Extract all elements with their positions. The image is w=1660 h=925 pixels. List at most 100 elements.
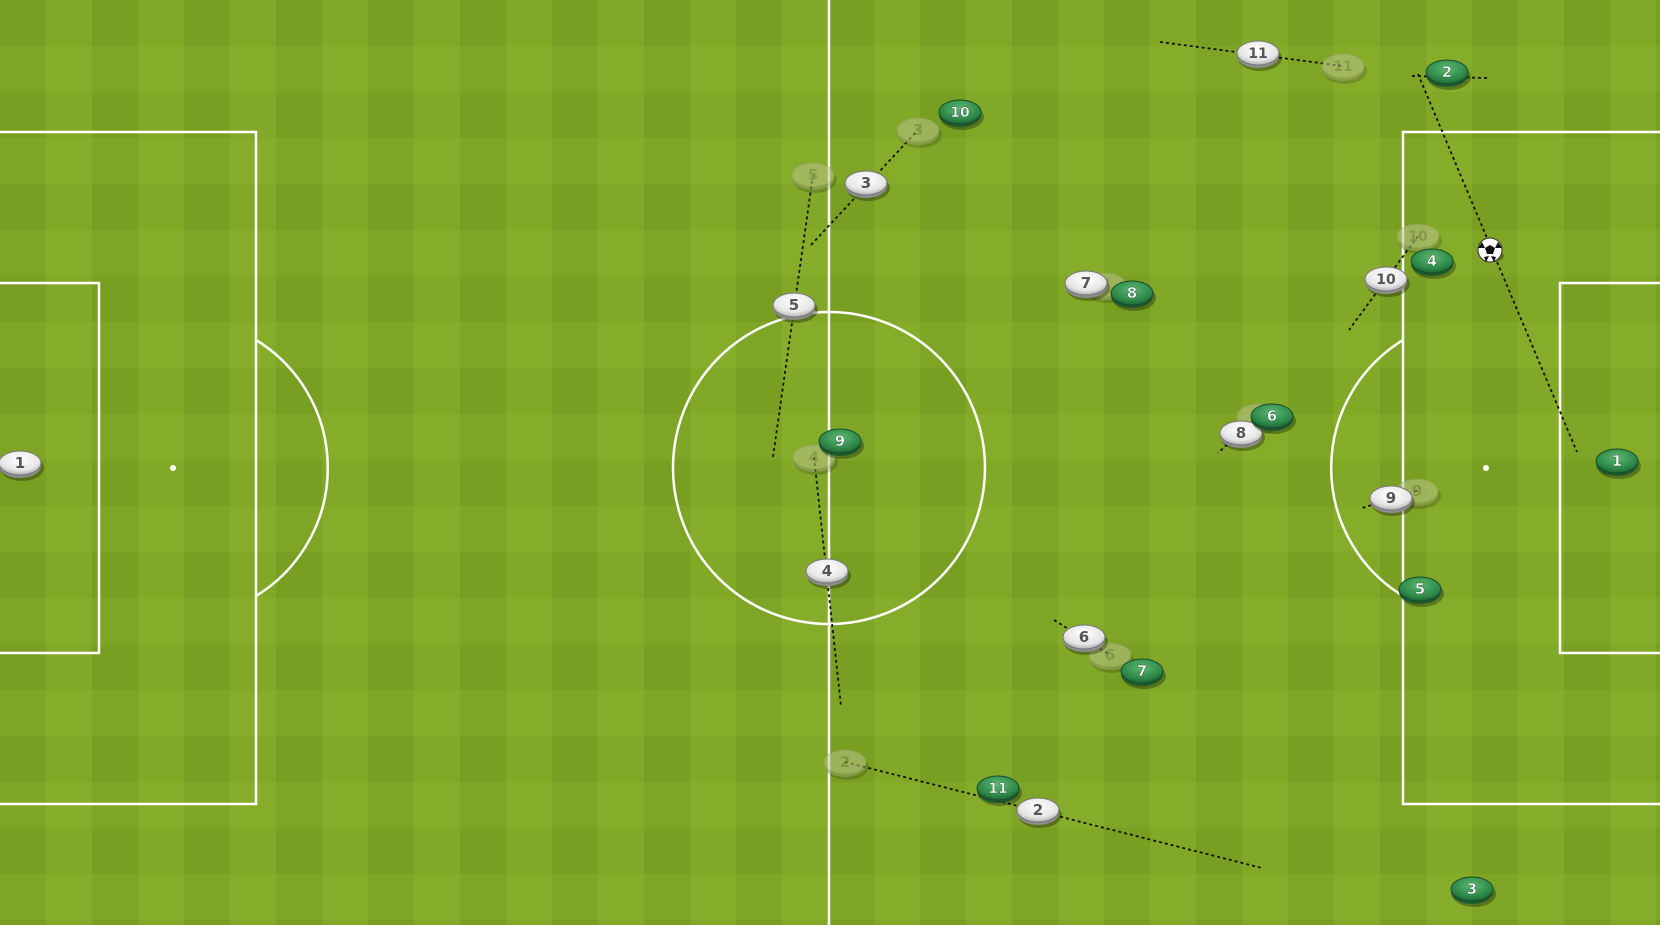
token-disc (1120, 658, 1164, 684)
token-disc (1425, 59, 1469, 85)
token-disc (0, 450, 42, 476)
token-disc (1110, 280, 1154, 306)
white-player-token[interactable]: 11 (1236, 40, 1282, 71)
token-disc (844, 170, 888, 196)
token-disc (976, 775, 1020, 801)
white-player-token[interactable]: 10 (1364, 266, 1410, 297)
left-penalty-arc (255, 338, 329, 598)
green-player-token[interactable]: 9 (818, 428, 864, 459)
player-number: 3 (1467, 880, 1477, 898)
token-disc (1088, 642, 1132, 668)
white-player-token[interactable]: 2 (1016, 797, 1062, 828)
player-number: 10 (1376, 272, 1396, 288)
movement-line (1348, 235, 1419, 331)
player-number: 3 (861, 174, 871, 192)
player-number: 2 (1442, 63, 1452, 81)
white-player-token[interactable]: 1 (0, 450, 44, 481)
player-number: 8 (1127, 284, 1137, 302)
player-number: 7 (1137, 662, 1147, 680)
token-disc (896, 117, 940, 143)
ball-patch (1485, 245, 1495, 254)
ball-layer (1477, 237, 1504, 263)
white-player-token[interactable]: 9 (1369, 485, 1415, 516)
soccer-ball-icon[interactable] (1477, 237, 1504, 263)
token-disc (818, 428, 862, 454)
right-penalty-area (1401, 130, 1660, 806)
token-disc (1410, 248, 1454, 274)
green-player-token[interactable]: 8 (1110, 280, 1156, 311)
player-number: 2 (1033, 801, 1043, 819)
player-number: 11 (988, 781, 1007, 797)
player-number: 4 (809, 448, 819, 466)
ghost-player-token: 10 (1396, 223, 1442, 254)
token-disc (1396, 223, 1440, 249)
player-number: 6 (1079, 628, 1089, 646)
token-disc (1364, 266, 1408, 292)
token-disc (1016, 797, 1060, 823)
white-player-token[interactable]: 7 (1064, 270, 1110, 301)
player-number: 6 (1267, 407, 1277, 425)
green-player-token[interactable]: 3 (1450, 876, 1496, 907)
left-penalty-spot (170, 465, 176, 471)
token-disc (1219, 420, 1263, 446)
right-penalty-spot (1483, 465, 1489, 471)
player-number: 2 (840, 753, 850, 771)
white-player-token[interactable]: 6 (1062, 624, 1108, 655)
left-penalty-area (0, 130, 258, 806)
player-number: 5 (789, 296, 799, 314)
green-player-token[interactable]: 1 (1595, 448, 1641, 479)
token-disc (1450, 876, 1494, 902)
white-player-token[interactable]: 5 (772, 292, 818, 323)
movement-line (1417, 73, 1578, 453)
green-player-token[interactable]: 5 (1398, 576, 1444, 607)
ghost-player-token: 6 (1088, 642, 1134, 673)
player-number: 9 (835, 432, 845, 450)
ghost-player-token: 3 (896, 117, 942, 148)
center-circle (671, 310, 987, 626)
token-disc (791, 162, 835, 188)
ghost-player-token: 2 (823, 749, 869, 780)
token-disc (938, 99, 982, 125)
player-number: 10 (950, 105, 970, 121)
token-disc (1236, 40, 1280, 66)
token-disc (1595, 448, 1639, 474)
green-player-token[interactable]: 11 (976, 775, 1022, 806)
player-number: 11 (1248, 46, 1267, 62)
green-player-token[interactable]: 10 (938, 99, 984, 130)
player-number: 9 (1412, 482, 1422, 500)
left-goal-area (0, 281, 101, 655)
player-number: 9 (1386, 489, 1396, 507)
ball-patch (1478, 242, 1485, 248)
green-player-token[interactable]: 2 (1425, 59, 1471, 90)
right-penalty-arc (1330, 338, 1404, 598)
token-disc (1321, 53, 1365, 79)
player-number: 8 (1236, 424, 1246, 442)
ball-patch (1484, 256, 1496, 262)
player-number: 4 (822, 562, 832, 580)
ball-patch (1495, 242, 1502, 248)
green-player-token[interactable]: 4 (1410, 248, 1456, 279)
player-number: 6 (1105, 646, 1115, 664)
token-disc (1250, 403, 1294, 429)
token-disc (772, 292, 816, 318)
ghost-player-token: 11 (1321, 53, 1367, 84)
token-disc (823, 749, 867, 775)
green-player-token[interactable]: 7 (1120, 658, 1166, 689)
player-number: 1 (15, 454, 25, 472)
ghost-player-token: 5 (791, 162, 837, 193)
token-disc (1398, 576, 1442, 602)
token-disc (805, 558, 849, 584)
white-player-token[interactable]: 4 (805, 558, 851, 589)
player-number: 11 (1333, 59, 1352, 75)
player-number: 7 (1081, 274, 1091, 292)
player-number: 3 (913, 121, 923, 139)
white-player-token[interactable]: 8 (1219, 420, 1265, 451)
player-number: 5 (808, 166, 818, 184)
player-number: 5 (1415, 580, 1425, 598)
green-player-token[interactable]: 6 (1250, 403, 1296, 434)
token-disc (1369, 485, 1413, 511)
white-player-token[interactable]: 3 (844, 170, 890, 201)
